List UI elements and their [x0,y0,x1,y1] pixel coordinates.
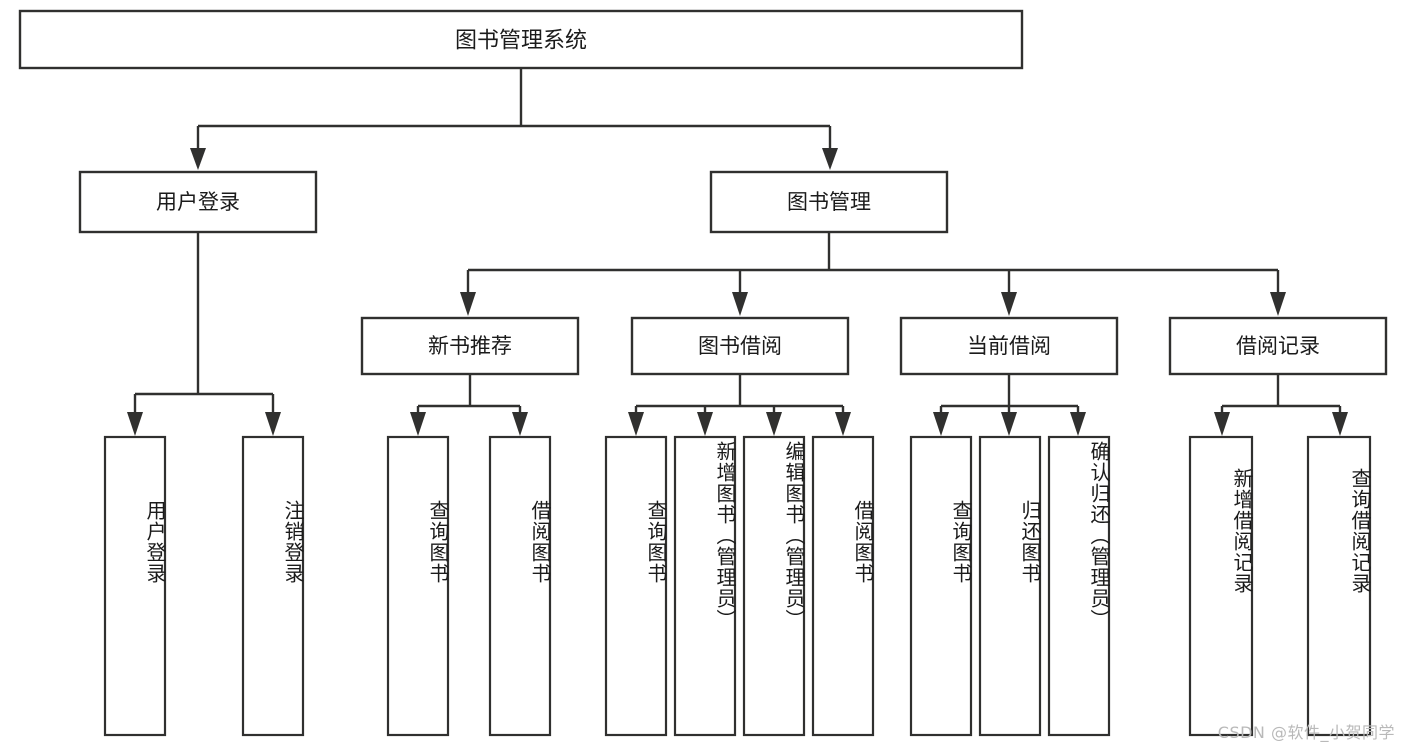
arrow-to-leaf-u1 [127,412,143,436]
connector-borrow-record-to-leaves [1214,374,1348,436]
connector-new-book-recommend-to-leaves [410,374,528,436]
arrow-to-leaf-b4 [835,412,851,436]
node-level1-user-login-label: 用户登录 [156,190,240,214]
leaf-box-book-borrow-4[interactable] [811,435,875,737]
node-level1-book-manage-box[interactable] [709,170,949,234]
arrow-to-leaf-b1 [628,412,644,436]
node-level1-book-manage-label: 图书管理 [787,190,871,214]
node-root[interactable]: 图书管理系统 [18,9,1024,70]
arrow-to-leaf-c3 [1070,412,1086,436]
arrow-to-leaf-r2 [1332,412,1348,436]
connector-user-login-to-leaves [127,232,281,436]
arrow-to-leaf-c1 [933,412,949,436]
node-level2-borrow-record-box[interactable] [1168,316,1388,376]
node-level2-current-borrow-box[interactable] [899,316,1119,376]
node-level2-current-borrow-label: 当前借阅 [967,334,1051,358]
node-level2-book-borrow-label: 图书借阅 [698,334,782,358]
node-level1-book-manage[interactable]: 图书管理 [709,170,949,234]
arrow-to-leaf-b3 [766,412,782,436]
watermark-text: CSDN @软件_小贺同学 [1217,723,1395,742]
leaf-box-current-borrow-2[interactable] [978,435,1042,737]
arrow-to-leaf-b2 [697,412,713,436]
leaf-box-new-book-2[interactable] [488,435,552,737]
connector-book-manage-to-level2 [460,232,1286,316]
arrow-to-user-login [190,148,206,170]
node-level2-new-book-recommend-label: 新书推荐 [428,334,512,358]
arrow-to-current-borrow [1001,292,1017,316]
node-level2-borrow-record[interactable]: 借阅记录 [1168,316,1388,376]
leaf-box-current-borrow-3[interactable] [1047,435,1111,737]
connector-book-borrow-to-leaves [628,374,851,436]
node-level2-book-borrow[interactable]: 图书借阅 [630,316,850,376]
arrow-to-leaf-n1 [410,412,426,436]
leaf-box-book-borrow-1[interactable] [604,435,668,737]
leaf-box-current-borrow-1[interactable] [909,435,973,737]
arrow-to-leaf-c2 [1001,412,1017,436]
leaf-box-user-login-2[interactable] [241,435,305,737]
node-level2-current-borrow[interactable]: 当前借阅 [899,316,1119,376]
node-level2-new-book-recommend[interactable]: 新书推荐 [360,316,580,376]
arrow-to-book-borrow [732,292,748,316]
node-root-label: 图书管理系统 [455,29,587,54]
arrow-to-leaf-r1 [1214,412,1230,436]
leaf-box-book-borrow-3[interactable] [742,435,806,737]
connector-current-borrow-to-leaves [933,374,1086,436]
arrow-to-new-book-recommend [460,292,476,316]
node-level2-borrow-record-label: 借阅记录 [1236,334,1320,358]
node-level2-new-book-recommend-box[interactable] [360,316,580,376]
connector-root-to-level1 [190,68,838,170]
leaf-box-borrow-record-2[interactable] [1306,435,1372,737]
node-level2-book-borrow-box[interactable] [630,316,850,376]
node-level1-user-login[interactable]: 用户登录 [78,170,318,234]
leaf-box-new-book-1[interactable] [386,435,450,737]
arrow-to-leaf-u2 [265,412,281,436]
arrow-to-book-manage [822,148,838,170]
arrow-to-leaf-n2 [512,412,528,436]
node-root-box[interactable] [18,9,1024,70]
leaf-box-user-login-1[interactable] [103,435,167,737]
leaf-box-borrow-record-1[interactable] [1188,435,1254,737]
leaf-box-book-borrow-2[interactable] [673,435,737,737]
arrow-to-borrow-record [1270,292,1286,316]
